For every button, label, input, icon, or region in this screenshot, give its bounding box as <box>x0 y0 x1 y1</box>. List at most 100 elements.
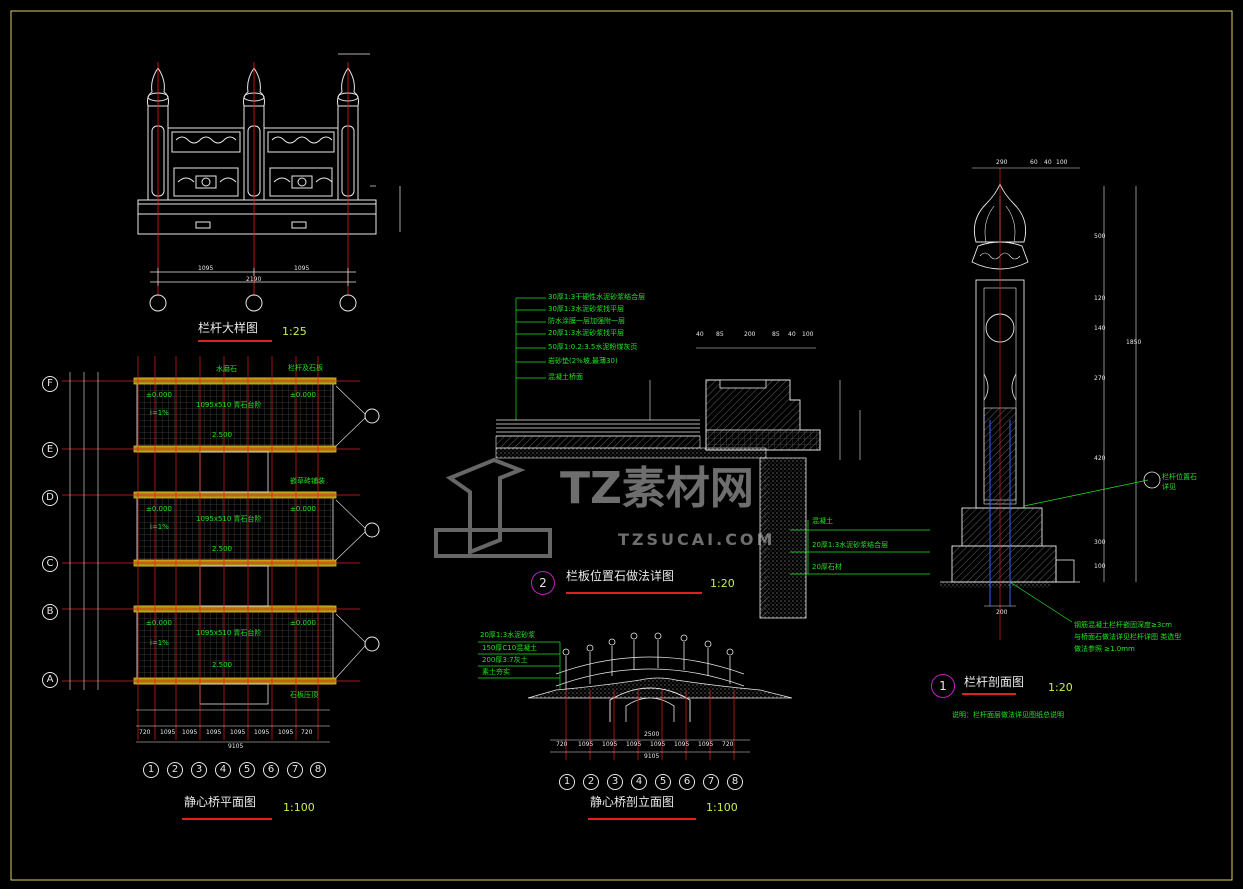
railing-elevation <box>137 67 377 235</box>
section-dim-side: 100 <box>1094 563 1106 570</box>
axis-bubble-3: 3 <box>191 762 207 778</box>
section-dim-side: 300 <box>1094 539 1106 546</box>
plan-elev-label: ±0.000 <box>146 391 172 399</box>
elev-dim-mid: 2500 <box>644 731 660 738</box>
elev-dim: 1095 <box>602 741 618 748</box>
base-dim: 85 <box>772 331 780 338</box>
base-layer-1: 30厚1:3干硬性水泥砂浆结合层 <box>548 293 646 301</box>
railing-base-scale: 1:20 <box>710 577 735 590</box>
title-underline <box>198 340 272 342</box>
elev-layer-3: 200厚3:7灰土 <box>482 656 528 664</box>
base-label-concrete: 混凝土 <box>812 517 833 525</box>
plan-span-label: 2.500 <box>212 431 233 439</box>
railing-base-title: 栏板位置石做法详图 <box>566 569 675 583</box>
axis-bubble-2: 2 <box>167 762 183 778</box>
elev-axis-bubble-6: 6 <box>679 774 695 790</box>
axis-bubble-d: D <box>42 490 58 506</box>
elev-dim: 720 <box>722 741 734 748</box>
plan-elev-label: ±0.000 <box>290 505 316 513</box>
plan-stone-label: 栏杆及石板 <box>288 364 323 372</box>
elev-axis-bubble-3: 3 <box>607 774 623 790</box>
railing-axis-lines <box>157 62 349 296</box>
title-underline <box>566 592 702 594</box>
plan-elev-label: ±0.000 <box>146 505 172 513</box>
plan-dim: 1095 <box>160 729 176 736</box>
plan-paving-label: 嵌草砖铺装 <box>290 477 325 485</box>
section-ref-label-2: 详见 <box>1162 483 1176 491</box>
section-dim-side: 420 <box>1094 455 1106 462</box>
section-ref-label: 栏杆位置石 <box>1162 473 1197 481</box>
plan-dim: 1095 <box>230 729 246 736</box>
axis-bubble-e: E <box>42 442 58 458</box>
railing-section-title: 栏杆剖面图 <box>964 675 1025 689</box>
elev-dim: 1095 <box>578 741 594 748</box>
base-layer-6: 岩砂垫(2%坡,最薄30) <box>548 357 618 365</box>
title-underline <box>962 693 1016 695</box>
axis-bubble-a: A <box>42 672 58 688</box>
railing-detail-title: 栏杆大样图 <box>198 321 259 335</box>
section-dim-total: 1850 <box>1126 339 1142 346</box>
bridge-plan <box>62 356 380 743</box>
elev-axis-bubble-1: 1 <box>559 774 575 790</box>
plan-slope-label: i=1% <box>150 409 169 417</box>
axis-bubble-6: 6 <box>263 762 279 778</box>
section-note-2: 与桥面石做法详见栏杆详图 类选型 <box>1074 633 1182 641</box>
railing-section-scale: 1:20 <box>1048 681 1073 694</box>
base-dim: 40 <box>788 331 796 338</box>
plan-span-label: 2.500 <box>212 661 233 669</box>
plan-elev-label: ±0.000 <box>146 619 172 627</box>
section-note-1: 钢筋混凝土栏杆嵌固深度≥3cm <box>1074 621 1172 629</box>
elev-dim-total: 9105 <box>644 753 660 760</box>
plan-block-label: 1095x510 青石台阶 <box>196 401 262 409</box>
railing-base-detail <box>495 297 930 619</box>
railing-section-note: 说明：栏杆面层做法详见图纸总说明 <box>952 711 1064 719</box>
elev-axis-bubble-8: 8 <box>727 774 743 790</box>
elev-dim: 1095 <box>626 741 642 748</box>
title-underline <box>588 818 696 820</box>
elev-dim: 1095 <box>674 741 690 748</box>
section-dim-top: 60 <box>1030 159 1038 166</box>
plan-dim: 1095 <box>182 729 198 736</box>
axis-bubble-8: 8 <box>310 762 326 778</box>
bridge-elevation <box>478 632 793 760</box>
elev-dim: 1095 <box>650 741 666 748</box>
base-dim: 85 <box>716 331 724 338</box>
section-dim-top: 40 <box>1044 159 1052 166</box>
elev-axis-bubble-5: 5 <box>655 774 671 790</box>
plan-dim: 1095 <box>206 729 222 736</box>
plan-slope-label: i=1% <box>150 523 169 531</box>
plan-dim: 720 <box>139 729 151 736</box>
plan-sill-label: 石板压顶 <box>290 691 318 699</box>
section-dim-top: 290 <box>996 159 1008 166</box>
detail-ref-badge-2: 2 <box>531 571 555 595</box>
bridge-plan-scale: 1:100 <box>283 801 315 814</box>
base-layer-7: 混凝土桥面 <box>548 373 583 381</box>
plan-slope-label: i=1% <box>150 639 169 647</box>
axis-bubble-c: C <box>42 556 58 572</box>
sheet-border <box>10 10 1233 881</box>
axis-bubble-f: F <box>42 376 58 392</box>
section-dim-top: 100 <box>1056 159 1068 166</box>
base-dim: 100 <box>802 331 814 338</box>
base-dim: 200 <box>744 331 756 338</box>
elev-dim: 720 <box>556 741 568 748</box>
railing-section <box>940 167 1161 640</box>
railing-dim-bay-1: 1095 <box>198 265 214 272</box>
axis-bubble-1: 1 <box>143 762 159 778</box>
plan-span-label: 2.500 <box>212 545 233 553</box>
elev-axis-bubble-7: 7 <box>703 774 719 790</box>
section-dim-side: 140 <box>1094 325 1106 332</box>
base-label-stone: 20厚石材 <box>812 563 842 571</box>
plan-elev-label: ±0.000 <box>290 391 316 399</box>
watermark-logo-mark <box>434 457 552 558</box>
section-dim-bottom: 200 <box>996 609 1008 616</box>
watermark-site: TZSUCAI.COM <box>618 530 776 549</box>
axis-bubble-7: 7 <box>287 762 303 778</box>
plan-water-label: 水磨石 <box>216 365 237 373</box>
title-underline <box>182 818 272 820</box>
elev-dim: 1095 <box>698 741 714 748</box>
elev-axis-bubble-4: 4 <box>631 774 647 790</box>
base-dim: 40 <box>696 331 704 338</box>
plan-block-label: 1095x510 青石台阶 <box>196 629 262 637</box>
